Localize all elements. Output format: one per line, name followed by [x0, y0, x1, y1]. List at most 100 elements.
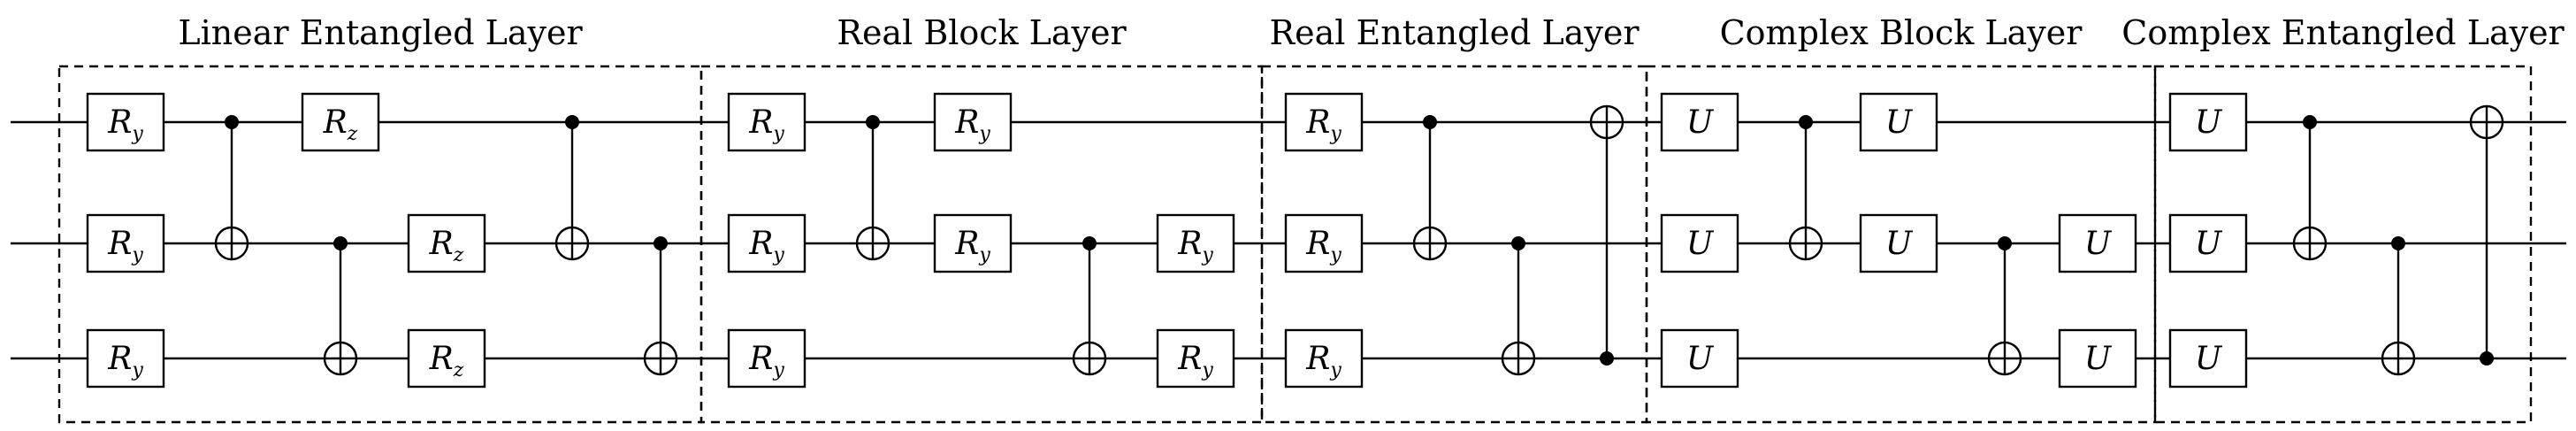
gate-label: Ry [1305, 341, 1342, 381]
gate-box [2168, 92, 2248, 152]
control-dot [2391, 236, 2405, 250]
gate-label: U [2195, 341, 2223, 377]
control-dot [654, 236, 668, 250]
gate-label: U [2084, 341, 2113, 377]
gate-box [727, 328, 806, 389]
gate-u: U [1859, 92, 1938, 152]
gate-box [1284, 213, 1364, 273]
gate-label: U [2195, 104, 2223, 141]
gate-box [727, 213, 806, 273]
cnot-gate [1412, 115, 1448, 261]
gate-box [1660, 213, 1739, 273]
cnot-gate [855, 115, 891, 261]
gate-label: U [1686, 341, 1715, 377]
gate-box [727, 92, 806, 152]
control-dot [1423, 115, 1437, 129]
gate-label: Ry [107, 226, 143, 266]
cnot-gate [1788, 115, 1823, 261]
cnot-gate [554, 115, 590, 261]
gate-box [1859, 92, 1938, 152]
gate-box [2168, 328, 2248, 389]
control-dot [1799, 115, 1813, 129]
control-dot [866, 115, 880, 129]
layer-box-complex-block [1645, 65, 2157, 424]
gate-box [301, 92, 380, 152]
gate-box [86, 328, 165, 389]
cnot-gate [1072, 236, 1107, 376]
cnot-gate [1589, 104, 1624, 366]
gate-ry: Ry [86, 328, 165, 389]
gate-label: U [1885, 226, 1914, 262]
gate-ry: Ry [727, 92, 806, 152]
layer-box-real-block [699, 65, 1264, 424]
gate-label: Ry [107, 341, 143, 381]
gate-rz: Rz [407, 213, 486, 273]
gate-rz: Rz [301, 92, 380, 152]
gate-rz: Rz [407, 328, 486, 389]
cnot-gate [643, 236, 678, 376]
control-dot [2303, 115, 2317, 129]
gate-label: U [1885, 104, 1914, 141]
cnot-gate [2381, 236, 2416, 376]
gate-label: Ry [748, 341, 784, 381]
gate-box [1156, 213, 1235, 273]
gate-label: U [1686, 226, 1715, 262]
gate-label: U [1686, 104, 1715, 141]
gate-box [2168, 213, 2248, 273]
gate-label: Ry [1305, 226, 1342, 266]
gate-ry: Ry [1284, 92, 1364, 152]
control-dot [1600, 351, 1614, 366]
gate-label: Ry [748, 104, 784, 145]
gate-u: U [1660, 92, 1739, 152]
cnot-gate [1987, 236, 2022, 376]
gate-label: Ry [107, 104, 143, 145]
gate-box [2058, 213, 2137, 273]
gate-label: Ry [748, 226, 784, 266]
gate-label: Rz [429, 226, 464, 266]
gate-label: U [2084, 226, 2113, 262]
gate-u: U [2058, 328, 2137, 389]
gate-u: U [2168, 328, 2248, 389]
gate-ry: Ry [1284, 213, 1364, 273]
control-dot [2480, 351, 2494, 366]
cnot-gate [2469, 104, 2504, 366]
gate-label: Ry [954, 226, 990, 266]
gate-box [1660, 92, 1739, 152]
cnot-gate [214, 115, 249, 261]
layer-titles: Linear Entangled Layer Real Block Layer … [178, 13, 2565, 52]
gate-ry: Ry [86, 213, 165, 273]
gate-ry: Ry [1284, 328, 1364, 389]
gate-box [933, 213, 1013, 273]
control-dot [1511, 236, 1525, 250]
gate-u: U [1660, 328, 1739, 389]
gate-box [1859, 213, 1938, 273]
gate-u: U [2168, 92, 2248, 152]
gate-u: U [1859, 213, 1938, 273]
gate-label: Ry [1177, 226, 1213, 266]
gate-ry: Ry [727, 328, 806, 389]
layer-title-complex-entangled: Complex Entangled Layer [2121, 13, 2565, 52]
gate-box [86, 92, 165, 152]
gate-ry: Ry [1156, 213, 1235, 273]
cnot-gate [323, 236, 358, 376]
gate-ry: Ry [86, 92, 165, 152]
gate-box [407, 328, 486, 389]
control-dot [225, 115, 239, 129]
gate-label: Rz [429, 341, 464, 381]
layer-title-linear-entangled: Linear Entangled Layer [178, 13, 583, 52]
gate-ry: Ry [1156, 328, 1235, 389]
gate-ry: Ry [933, 92, 1013, 152]
gate-u: U [1660, 213, 1739, 273]
control-dot [1082, 236, 1097, 250]
layer-boxes [57, 65, 2533, 424]
gate-label: Ry [954, 104, 990, 145]
control-dot [565, 115, 579, 129]
gate-box [933, 92, 1013, 152]
layer-title-real-block: Real Block Layer [837, 13, 1127, 52]
gate-label: Ry [1305, 104, 1342, 145]
gate-label: Rz [323, 104, 358, 145]
cnot-gate [2292, 115, 2328, 261]
layer-title-real-entangled: Real Entangled Layer [1270, 13, 1640, 52]
gate-box [1284, 328, 1364, 389]
